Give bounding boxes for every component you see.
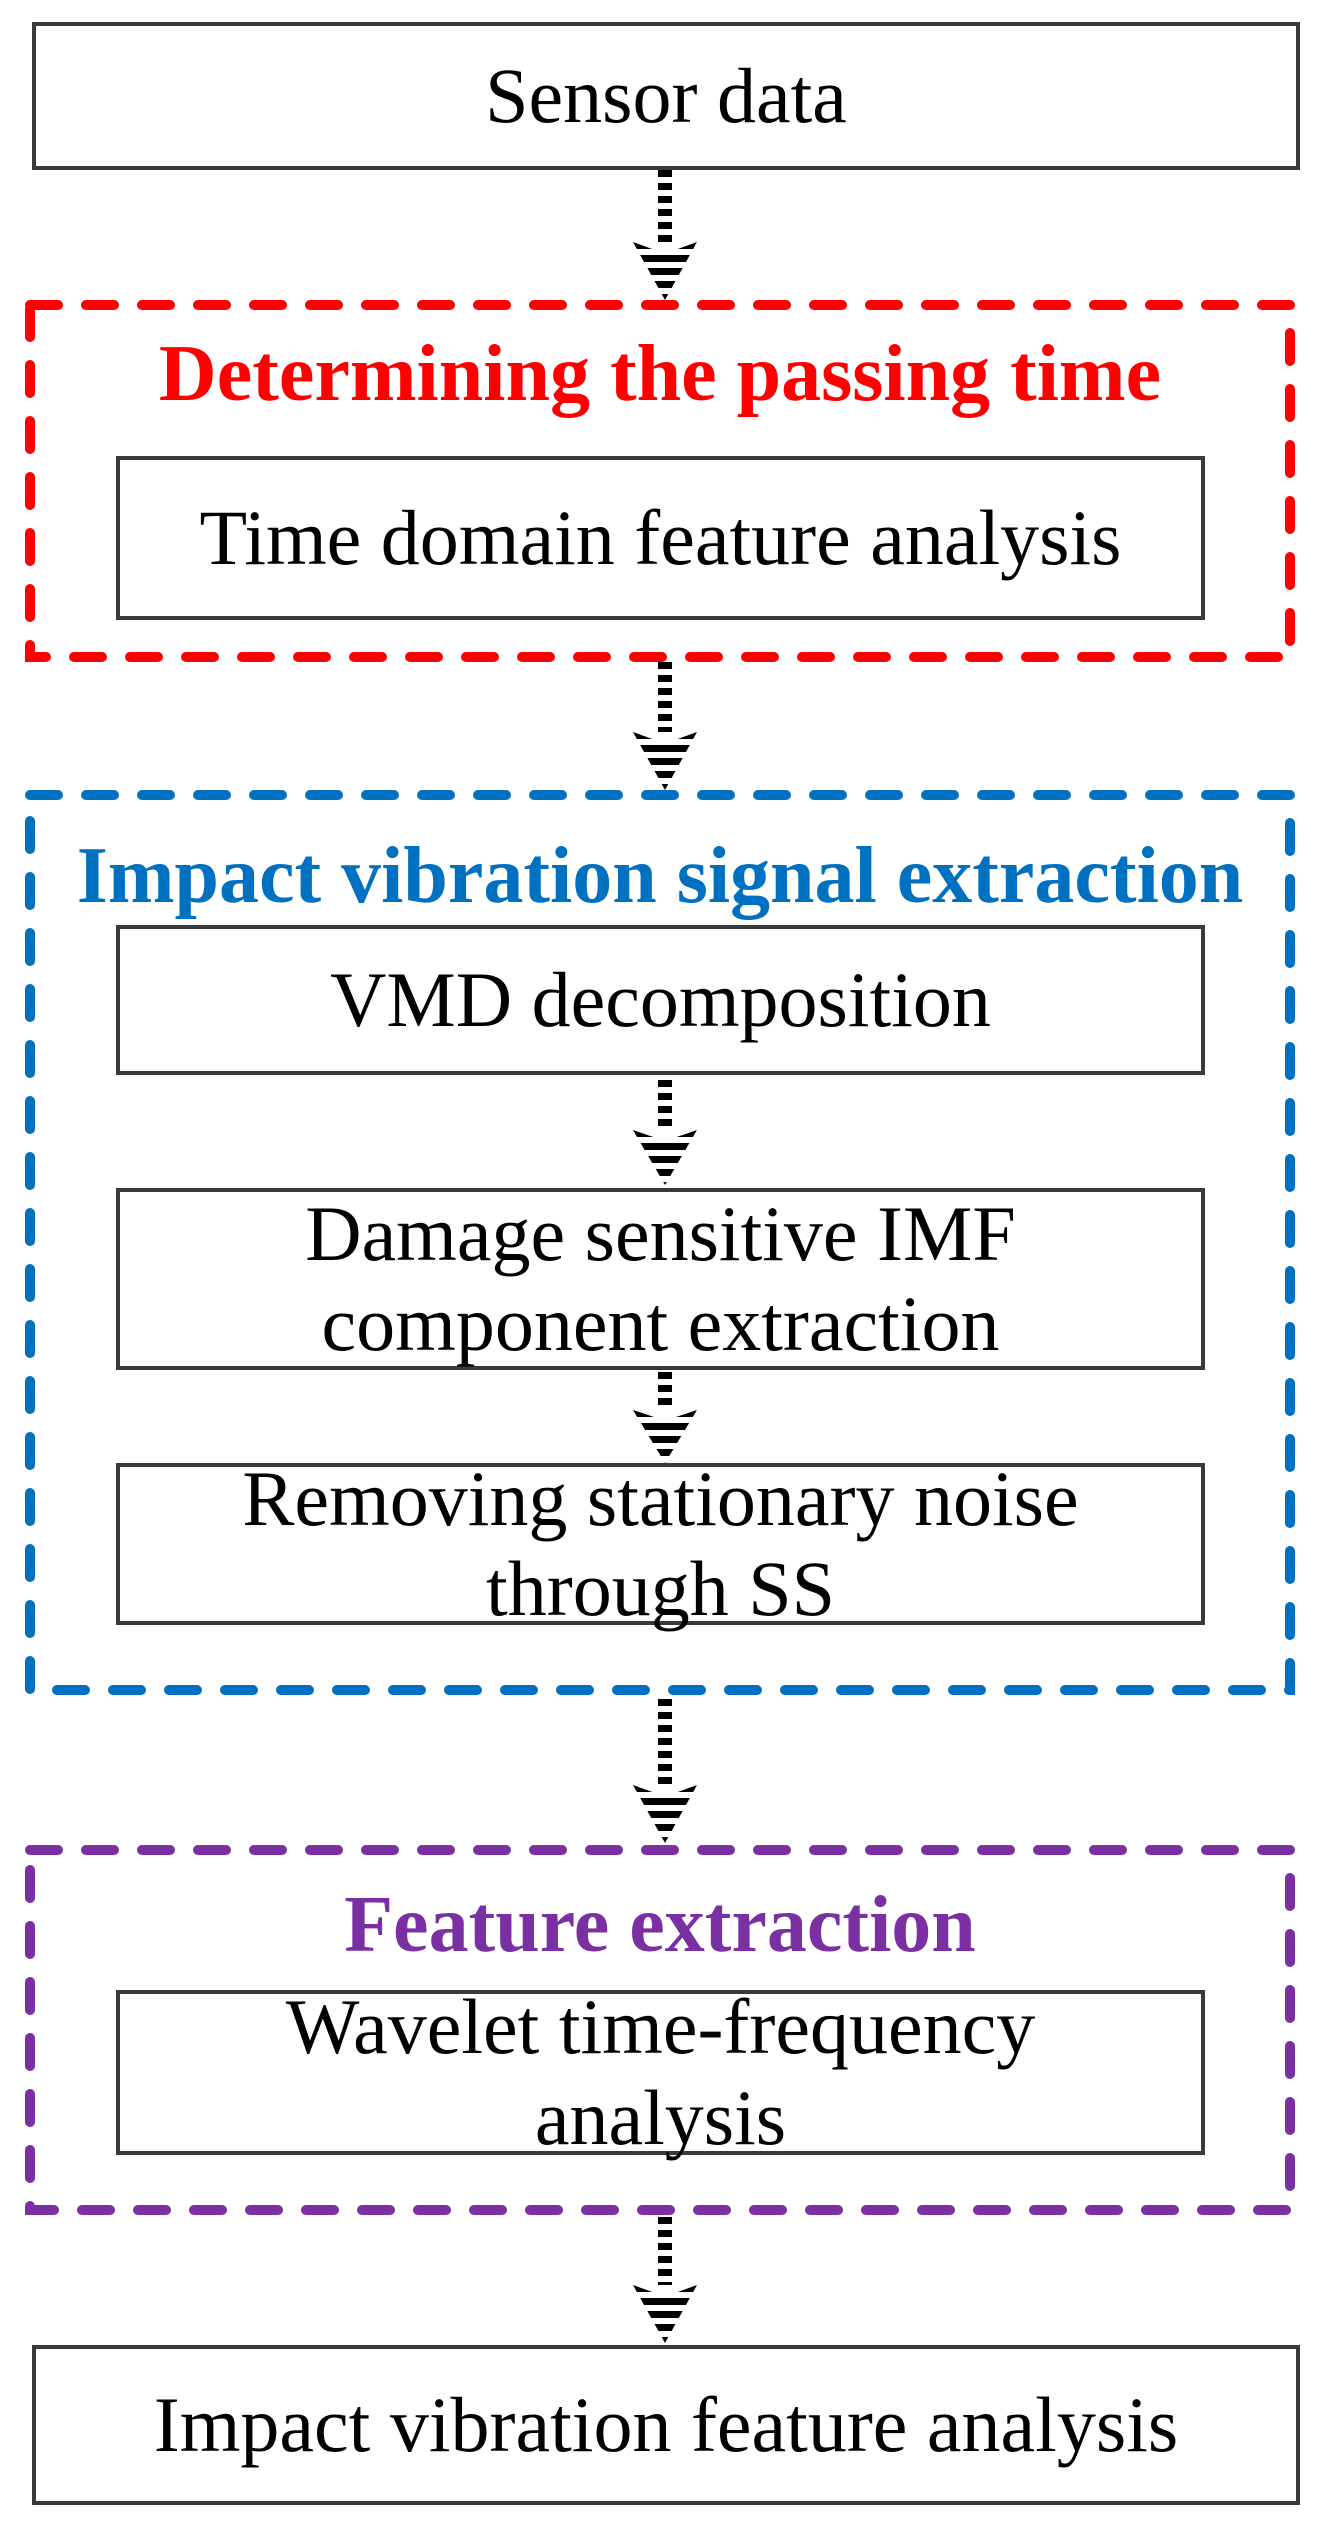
arrow-shaft <box>658 170 672 242</box>
arrow-head <box>633 242 697 300</box>
group-title-feature-extraction: Feature extraction <box>344 1881 976 1969</box>
step-damage-sensitive-imf-extraction: Damage sensitive IMF component extractio… <box>116 1188 1205 1370</box>
arrow-head <box>633 1130 697 1185</box>
down-arrow-icon <box>633 2217 697 2343</box>
red-dashed-border <box>25 300 1295 662</box>
group-title-determining-passing-time: Determining the passing time <box>158 330 1162 418</box>
group-feature-extraction: Feature extraction Wavelet time-frequenc… <box>25 1845 1295 2215</box>
arrow-head <box>633 732 697 790</box>
purple-dashed-border <box>25 1845 1295 2215</box>
step-wavelet-time-frequency-analysis: Wavelet time-frequency analysis <box>116 1983 1205 2161</box>
down-arrow-icon <box>633 1699 697 1843</box>
down-arrow-icon <box>633 1080 697 1185</box>
group-impact-vibration-signal-extraction: Impact vibration signal extraction VMD d… <box>25 790 1295 1695</box>
arrow-shaft <box>658 1699 672 1785</box>
step-time-domain-feature-analysis: Time domain feature analysis <box>116 456 1205 620</box>
step-vmd-decomposition: VMD decomposition <box>116 925 1205 1075</box>
arrow-shaft <box>658 662 672 732</box>
group-determining-passing-time: Determining the passing time Time domain… <box>25 300 1295 662</box>
arrow-shaft <box>658 1372 672 1410</box>
step-removing-stationary-noise: Removing stationary noise through SS <box>116 1455 1205 1632</box>
arrow-head <box>633 2285 697 2343</box>
down-arrow-icon <box>633 1372 697 1463</box>
arrow-shaft <box>658 1080 672 1130</box>
down-arrow-icon <box>633 662 697 790</box>
arrow-shaft <box>658 2217 672 2285</box>
blue-dashed-border <box>25 790 1295 1695</box>
group-title-impact-vibration-signal-extraction: Impact vibration signal extraction <box>76 832 1244 920</box>
node-impact-vibration-feature-analysis: Impact vibration feature analysis <box>32 2345 1300 2505</box>
arrow-head <box>633 1785 697 1843</box>
node-sensor-data: Sensor data <box>32 22 1300 170</box>
down-arrow-icon <box>633 170 697 300</box>
